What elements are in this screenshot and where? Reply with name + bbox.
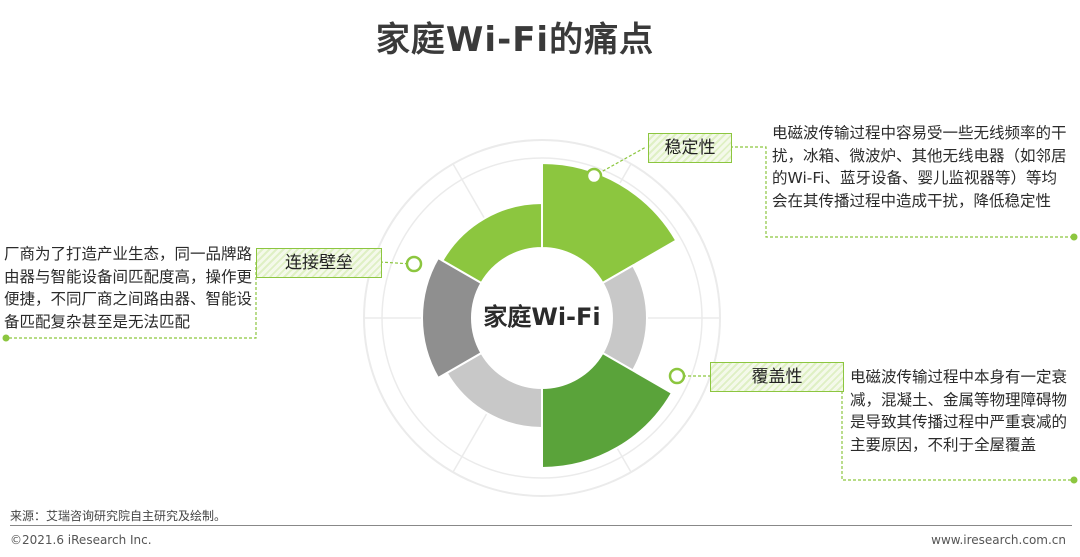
callout-leader-lines [2,146,1078,484]
callout-label-stability: 稳定性 [648,133,732,163]
pie-segments [421,161,678,470]
callout-text-coverage: 电磁波传输过程中本身有一定衰减，混凝土、金属等物理障碍物是导致其传播过程中严重衰… [850,368,1068,454]
callout-label-coverage: 覆盖性 [710,362,844,392]
leader-connection-bracket [6,262,257,339]
end-dot-connection [2,334,10,342]
source-note: 来源：艾瑞咨询研究院自主研究及绘制。 [10,509,227,523]
copyright-text: ©2021.6 iResearch Inc. [10,533,152,547]
website-link[interactable]: www.iresearch.com.cn [931,533,1066,547]
end-dot-stability [1070,233,1078,241]
center-hub [474,250,610,386]
anchor-dot-coverage [668,367,686,385]
footer-divider [10,525,1072,526]
leader-stability-bracket [730,146,1074,238]
page-title: 家庭Wi-Fi的痛点 [375,20,655,60]
segment-stability [541,161,678,285]
callout-text-stability: 电磁波传输过程中容易受一些无线频率的干扰，冰箱、微波炉、其他无线电器（如邻居的W… [772,124,1067,210]
end-dot-coverage [1070,476,1078,484]
anchor-dot-connection [405,255,423,273]
center-label: 家庭Wi-Fi [483,303,600,331]
segment-connection-barrier [441,201,543,285]
anchor-dot-stability [585,167,603,185]
segment-gray-left [421,256,483,380]
callout-label-connection-barrier: 连接壁垒 [256,248,382,278]
callout-text-connection-barrier: 厂商为了打造产业生态，同一品牌路由器与智能设备间匹配度高，操作更便捷，不同厂商之… [4,245,253,331]
segment-coverage [541,351,674,470]
